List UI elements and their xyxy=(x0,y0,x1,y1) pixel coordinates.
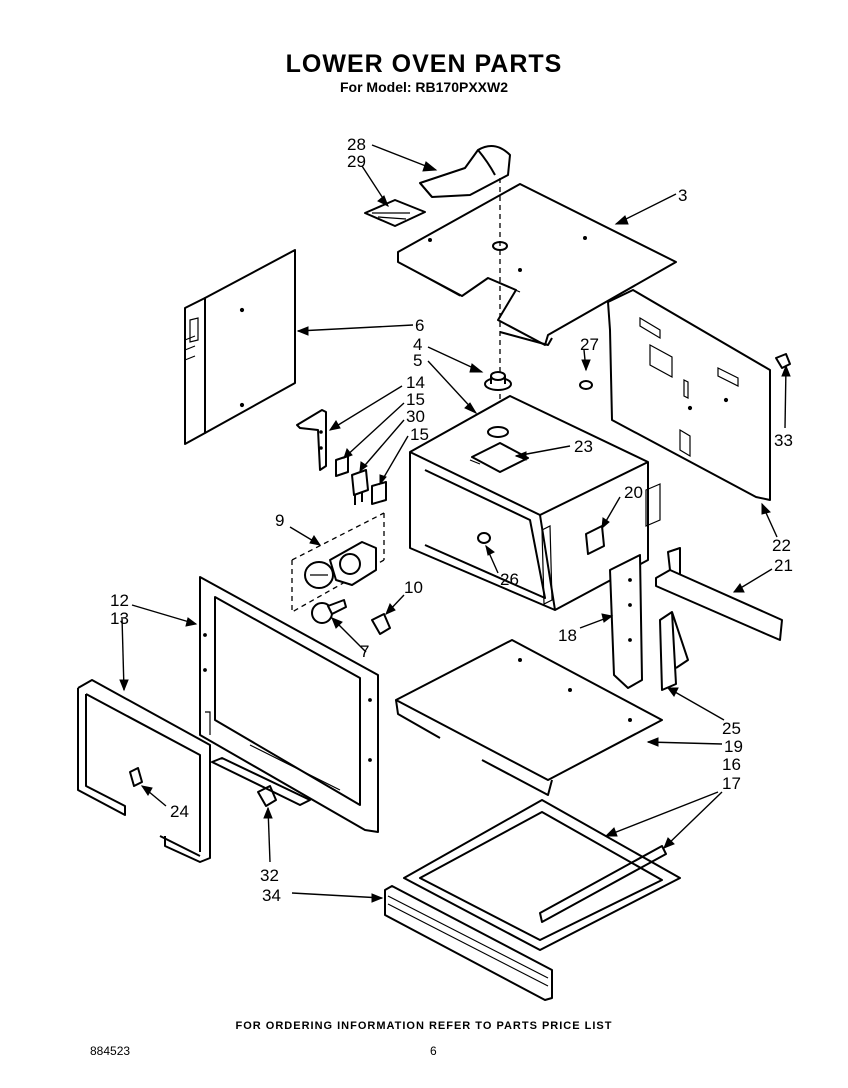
part-door-gasket xyxy=(77,679,211,863)
callout-3: 3 xyxy=(678,186,687,205)
part-bottom-shelf xyxy=(403,799,681,951)
part-front-grille xyxy=(384,885,553,1001)
part-vent-trim xyxy=(211,757,311,807)
callout-27: 27 xyxy=(580,335,599,354)
model-subtitle: For Model: RB170PXXW2 xyxy=(339,79,509,95)
part-switch-15b xyxy=(371,481,387,505)
callout-7: 7 xyxy=(360,642,369,661)
part-clip-10 xyxy=(371,613,391,635)
callout-5: 5 xyxy=(413,351,422,370)
callout-29: 29 xyxy=(347,152,366,171)
callout-19: 19 xyxy=(724,737,743,756)
callout-25: 25 xyxy=(722,719,741,738)
callout-22: 22 xyxy=(772,536,791,555)
part-top-panel xyxy=(397,183,677,346)
leader-arrowheads xyxy=(119,161,791,903)
part-plug xyxy=(579,380,593,390)
callout-24: 24 xyxy=(170,802,189,821)
callout-23: 23 xyxy=(574,437,593,456)
callout-labels: 28 29 3 6 4 5 27 14 15 30 15 23 33 9 20 … xyxy=(110,135,793,905)
ordering-note: FOR ORDERING INFORMATION REFER TO PARTS … xyxy=(235,1020,613,1032)
callout-14: 14 xyxy=(406,373,425,392)
part-hinge xyxy=(659,611,689,691)
part-left-side-panel xyxy=(184,249,296,445)
part-oven-cavity xyxy=(409,395,661,611)
part-rail xyxy=(655,547,783,641)
callout-34: 34 xyxy=(262,886,281,905)
part-oven-bottom xyxy=(395,639,663,796)
callout-28: 28 xyxy=(347,135,366,154)
part-vent-duct xyxy=(364,145,511,227)
part-rear-panel xyxy=(607,289,771,501)
callout-32: 32 xyxy=(260,866,279,885)
part-side-trim xyxy=(609,554,643,689)
callout-15a: 15 xyxy=(406,390,425,409)
callout-33: 33 xyxy=(774,431,793,450)
document-number: 884523 xyxy=(90,1044,131,1058)
callout-15b: 15 xyxy=(410,425,429,444)
part-clip xyxy=(775,353,791,369)
part-insulator xyxy=(484,371,512,391)
callout-12: 12 xyxy=(110,591,129,610)
callout-16: 16 xyxy=(722,755,741,774)
callout-20: 20 xyxy=(624,483,643,502)
part-light-assembly xyxy=(291,512,385,614)
callout-21: 21 xyxy=(774,556,793,575)
callout-9: 9 xyxy=(275,511,284,530)
callout-13: 13 xyxy=(110,609,129,628)
callout-18: 18 xyxy=(558,626,577,645)
callout-30: 30 xyxy=(406,407,425,426)
part-bracket-14 xyxy=(296,409,327,471)
callout-17: 17 xyxy=(722,774,741,793)
part-light-bulb xyxy=(311,599,347,624)
page-number: 6 xyxy=(430,1044,437,1058)
callout-26: 26 xyxy=(500,570,519,589)
callout-6: 6 xyxy=(415,316,424,335)
part-thermostat-30 xyxy=(351,469,369,505)
page-title: LOWER OVEN PARTS xyxy=(285,50,563,78)
part-front-frame xyxy=(199,576,379,833)
callout-4: 4 xyxy=(413,335,422,354)
part-gasket-clip xyxy=(129,767,143,787)
part-switch-15a xyxy=(335,455,349,477)
callout-10: 10 xyxy=(404,578,423,597)
